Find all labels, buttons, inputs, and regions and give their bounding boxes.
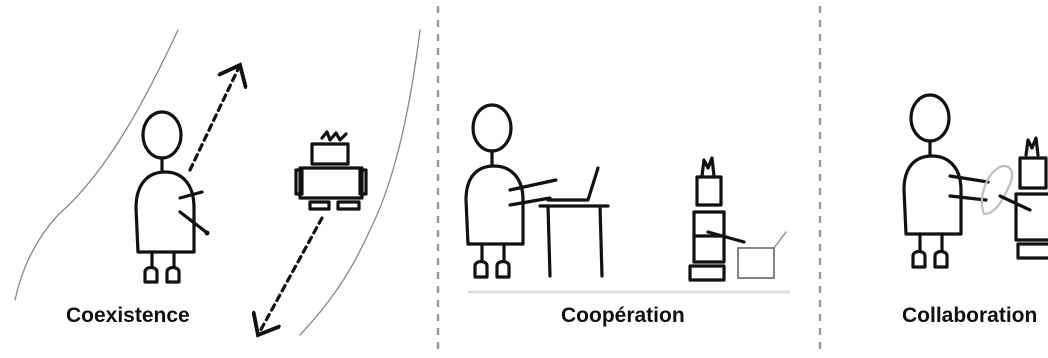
stick-figure-human-icon <box>134 110 210 284</box>
robot-icon <box>294 130 368 211</box>
panel-cooperation <box>464 103 790 294</box>
label-coexistence: Coexistence <box>66 304 190 327</box>
desk-icon <box>538 204 610 278</box>
stick-figure-human-icon <box>464 103 558 279</box>
laptop-icon <box>546 166 600 202</box>
road-edge-right <box>299 29 421 336</box>
panel-coexistence <box>14 29 421 336</box>
robot-icon <box>688 156 746 282</box>
label-collaboration: Collaboration <box>902 304 1038 327</box>
dashed-arrow-icon <box>258 216 324 335</box>
panel-collaboration <box>902 93 1048 269</box>
box-icon <box>737 231 787 279</box>
label-cooperation: Coopération <box>561 304 685 327</box>
dashed-arrow-icon <box>188 65 240 172</box>
road-edge-left <box>14 29 179 301</box>
robot-icon <box>998 136 1048 260</box>
stick-figure-human-icon <box>902 93 990 269</box>
shared-object-icon <box>980 164 1014 216</box>
